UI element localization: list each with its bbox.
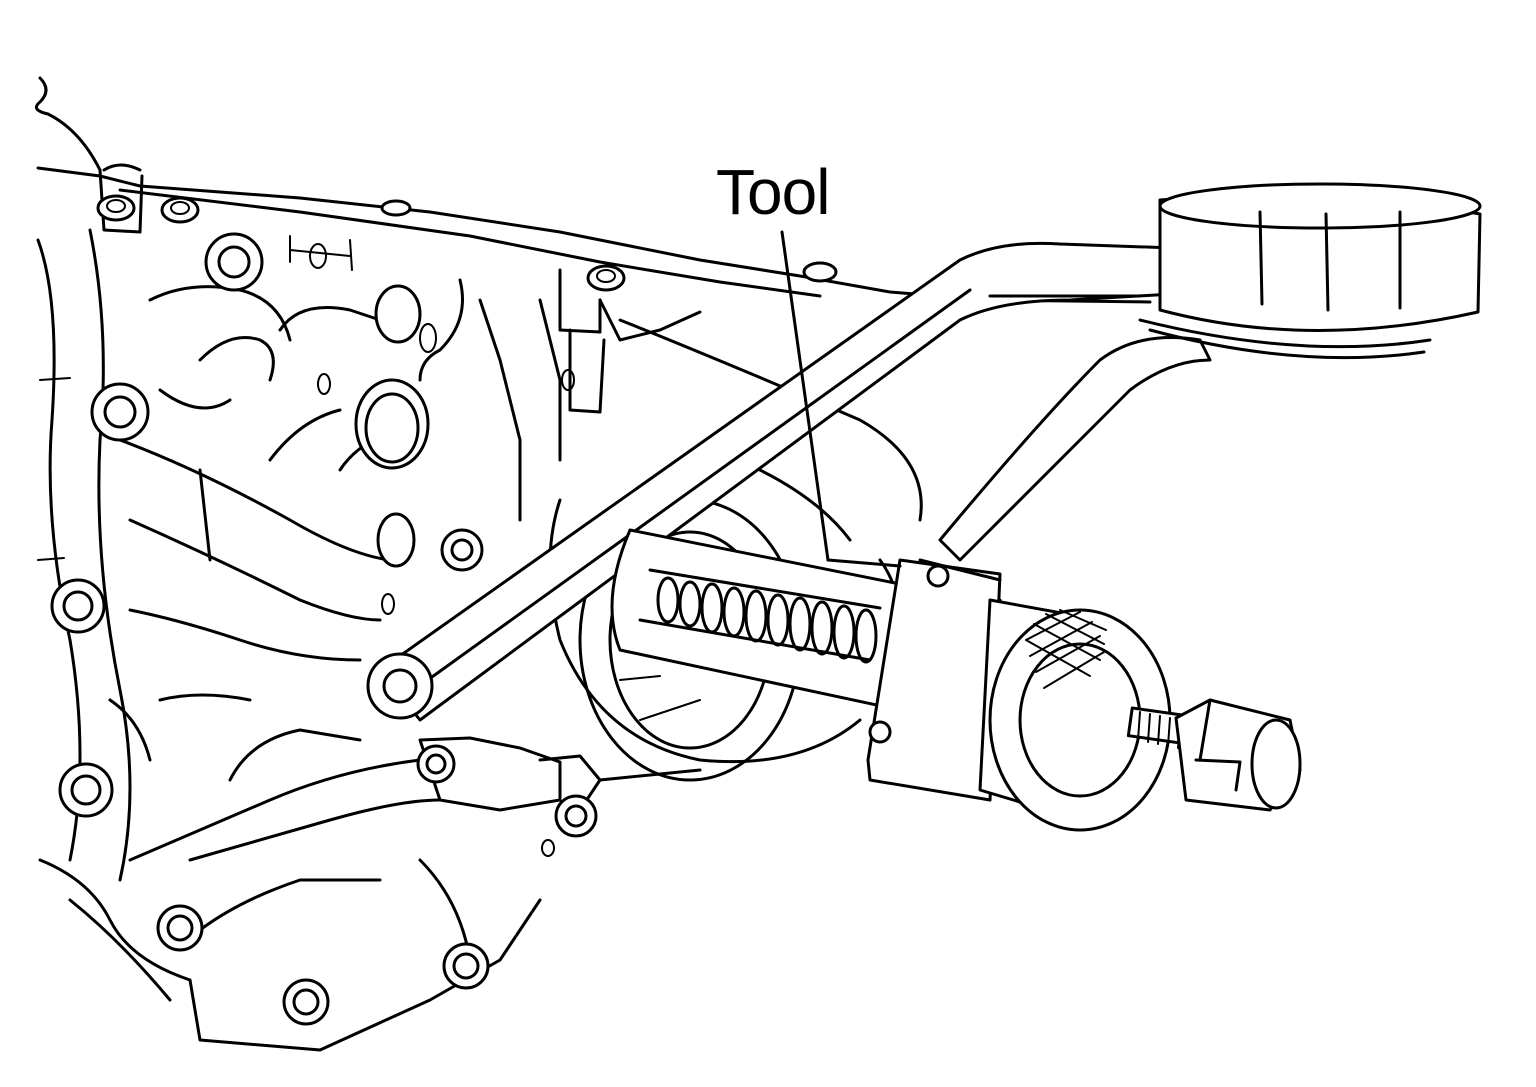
spring-coils bbox=[656, 576, 878, 664]
knurl-pattern bbox=[1025, 609, 1107, 689]
bolt-head bbox=[380, 199, 412, 217]
bolt-head bbox=[96, 194, 136, 222]
port bbox=[354, 378, 430, 470]
hub-cap bbox=[1138, 182, 1482, 360]
boss bbox=[204, 232, 264, 292]
boss bbox=[50, 578, 106, 634]
boss bbox=[90, 382, 150, 442]
boss bbox=[554, 794, 598, 838]
bolt-head bbox=[586, 264, 626, 292]
boss bbox=[416, 744, 456, 784]
port bbox=[376, 512, 416, 568]
boss bbox=[156, 904, 204, 952]
puller-assembly bbox=[610, 528, 1302, 832]
boss bbox=[440, 528, 484, 572]
bolt-head bbox=[160, 196, 200, 224]
housing-bolts bbox=[50, 194, 838, 1026]
boss bbox=[282, 978, 330, 1026]
tool-callout-label: Tool bbox=[716, 156, 830, 228]
callout-leader bbox=[780, 230, 902, 568]
port bbox=[374, 284, 422, 344]
bolt-head bbox=[802, 261, 838, 283]
boss bbox=[442, 942, 490, 990]
boss bbox=[58, 762, 114, 818]
